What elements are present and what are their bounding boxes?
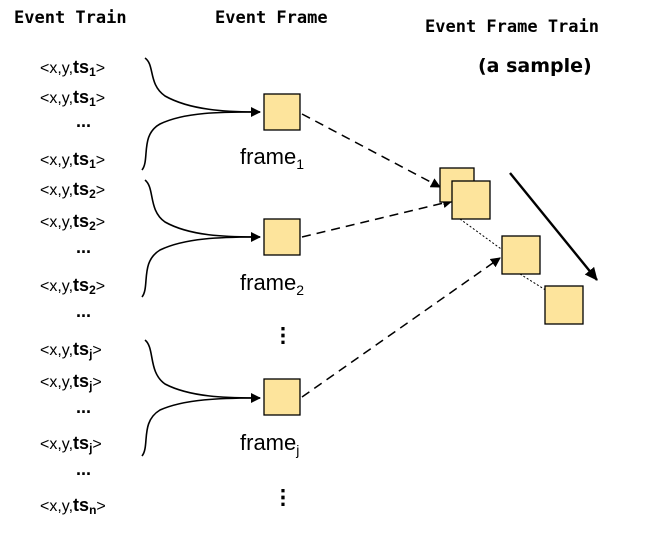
sample-frame-front (451, 180, 491, 220)
merge-arrow-top-2 (144, 179, 261, 242)
heading-event-train: Event Train (14, 8, 127, 28)
event-ellipsis: ... (76, 397, 92, 417)
event-entry: <x,y,tsj> (40, 339, 102, 361)
frame-vertical-ellipsis: :: (279, 321, 287, 349)
frame-vertical-ellipsis: :: (279, 483, 287, 511)
merge-arrow-bottom-1 (141, 111, 261, 171)
merge-arrow-top-1 (144, 57, 261, 117)
frame-label-2: frame2 (240, 270, 305, 298)
frame-label-1: frame1 (240, 144, 305, 172)
event-ellipsis: ... (76, 237, 92, 257)
sequence-arrow (509, 172, 598, 281)
sample-frame-middle (501, 235, 541, 275)
event-ellipsis: ... (76, 459, 92, 479)
sample-dotted-link-1 (459, 218, 509, 255)
heading-sample: (a sample) (478, 55, 592, 77)
heading-event-frame: Event Frame (215, 8, 328, 28)
event-entry: <x,y,ts2> (40, 275, 106, 297)
event-entry: <x,y,ts1> (40, 87, 106, 109)
frame-label-j: framej (240, 430, 300, 458)
event-entry: <x,y,tsj> (40, 433, 102, 455)
event-entry: <x,y,tsj> (40, 371, 102, 393)
frame-box-1 (263, 93, 301, 131)
event-ellipsis: ... (76, 301, 92, 321)
dashed-arrow-j (301, 257, 501, 398)
heading-event-frame-train: Event Frame Train (425, 17, 599, 37)
event-entry: <x,y,ts1> (40, 57, 106, 79)
merge-arrow-bottom-2 (141, 236, 261, 298)
dashed-arrow-2 (301, 198, 453, 238)
frame-box-2 (263, 218, 301, 256)
merge-arrow-bottom-j (141, 397, 261, 457)
event-entry: <x,y,tsn> (40, 495, 106, 517)
merge-arrow-top-j (144, 339, 261, 403)
event-entry: <x,y,ts2> (40, 179, 106, 201)
event-entry: <x,y,ts1> (40, 149, 106, 171)
event-entry: <x,y,ts2> (40, 211, 106, 233)
dashed-arrow-1 (301, 113, 441, 188)
frame-box-j (263, 378, 301, 416)
event-ellipsis: ... (76, 111, 92, 131)
sample-frame-last (544, 285, 584, 325)
